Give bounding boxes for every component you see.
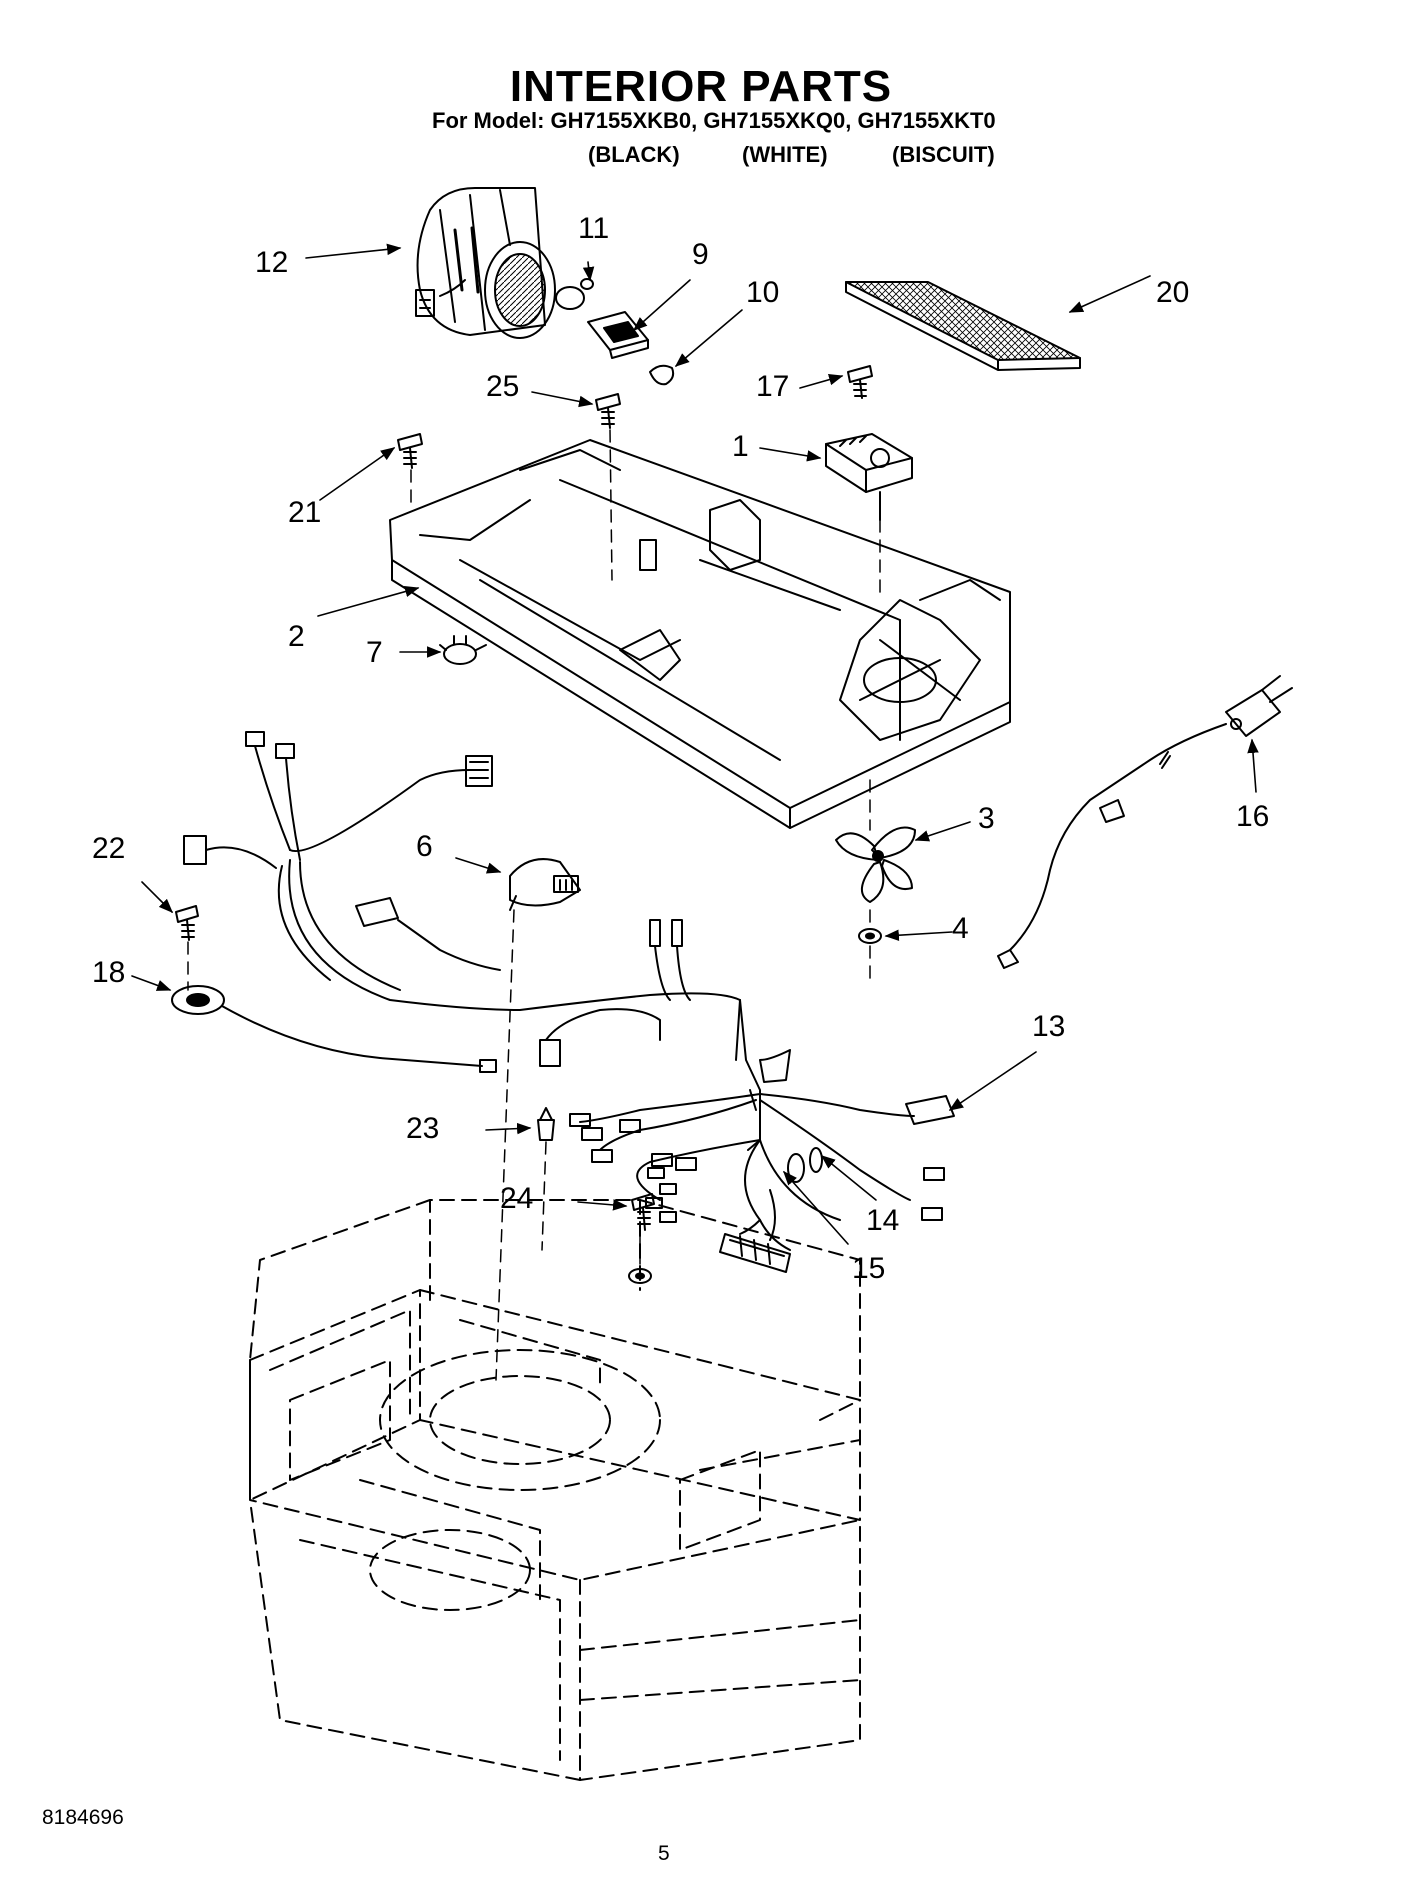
alignment-lines bbox=[187, 429, 881, 1381]
color-label-biscuit: (BISCUIT) bbox=[892, 142, 995, 167]
callout-20: 20 bbox=[1156, 276, 1190, 309]
callout-23: 23 bbox=[406, 1112, 440, 1145]
screw-23-part bbox=[537, 1107, 555, 1141]
blower-motor-part bbox=[415, 187, 556, 339]
callout-9: 9 bbox=[692, 238, 709, 271]
callout-3: 3 bbox=[978, 802, 995, 835]
callout-6: 6 bbox=[416, 830, 433, 863]
component-6-part bbox=[509, 858, 581, 911]
module-1-part bbox=[825, 433, 913, 521]
page-title: INTERIOR PARTS bbox=[509, 62, 893, 111]
callout-11: 11 bbox=[578, 212, 610, 245]
power-cord-part bbox=[997, 675, 1293, 969]
base-plate-part bbox=[389, 439, 1011, 829]
callout-18: 18 bbox=[92, 956, 126, 989]
callout-12: 12 bbox=[255, 246, 289, 279]
callout-13: 13 bbox=[1032, 1010, 1066, 1043]
callout-21: 21 bbox=[288, 496, 322, 529]
callout-15: 15 bbox=[852, 1252, 886, 1285]
color-label-white: (WHITE) bbox=[742, 142, 828, 167]
sensor-18-part bbox=[171, 985, 497, 1073]
callout-2: 2 bbox=[288, 620, 305, 653]
document-number: 8184696 bbox=[42, 1806, 124, 1829]
callout-4: 4 bbox=[952, 912, 969, 945]
callout-22: 22 bbox=[92, 832, 126, 865]
callout-24: 24 bbox=[500, 1182, 534, 1215]
clip-part bbox=[649, 364, 675, 386]
color-label-black: (BLACK) bbox=[588, 142, 680, 167]
callout-25: 25 bbox=[486, 370, 520, 403]
wire-harness-part bbox=[183, 731, 955, 1273]
clip-ring-part bbox=[555, 278, 594, 310]
leader-arrows bbox=[131, 243, 1259, 1245]
screw-17-part bbox=[847, 365, 873, 399]
callout-1: 1 bbox=[732, 430, 749, 463]
screw-22-part bbox=[175, 905, 199, 941]
washer-part bbox=[858, 928, 882, 944]
charcoal-filter-part bbox=[845, 281, 1081, 371]
callout-16: 16 bbox=[1236, 800, 1270, 833]
model-numbers: For Model: GH7155XKB0, GH7155XKQ0, GH715… bbox=[432, 108, 996, 133]
screw-25-part bbox=[595, 393, 621, 429]
callout-7: 7 bbox=[366, 636, 383, 669]
fan-blade-part bbox=[835, 826, 916, 903]
thermostat-7-part bbox=[439, 635, 487, 665]
callout-10: 10 bbox=[746, 276, 780, 309]
cabinet-outline bbox=[249, 1199, 861, 1781]
callout-14: 14 bbox=[866, 1204, 900, 1237]
callout-17: 17 bbox=[756, 370, 790, 403]
page-number: 5 bbox=[658, 1842, 670, 1865]
thermal-cutout-part bbox=[587, 311, 649, 359]
screw-21-part bbox=[397, 433, 423, 469]
